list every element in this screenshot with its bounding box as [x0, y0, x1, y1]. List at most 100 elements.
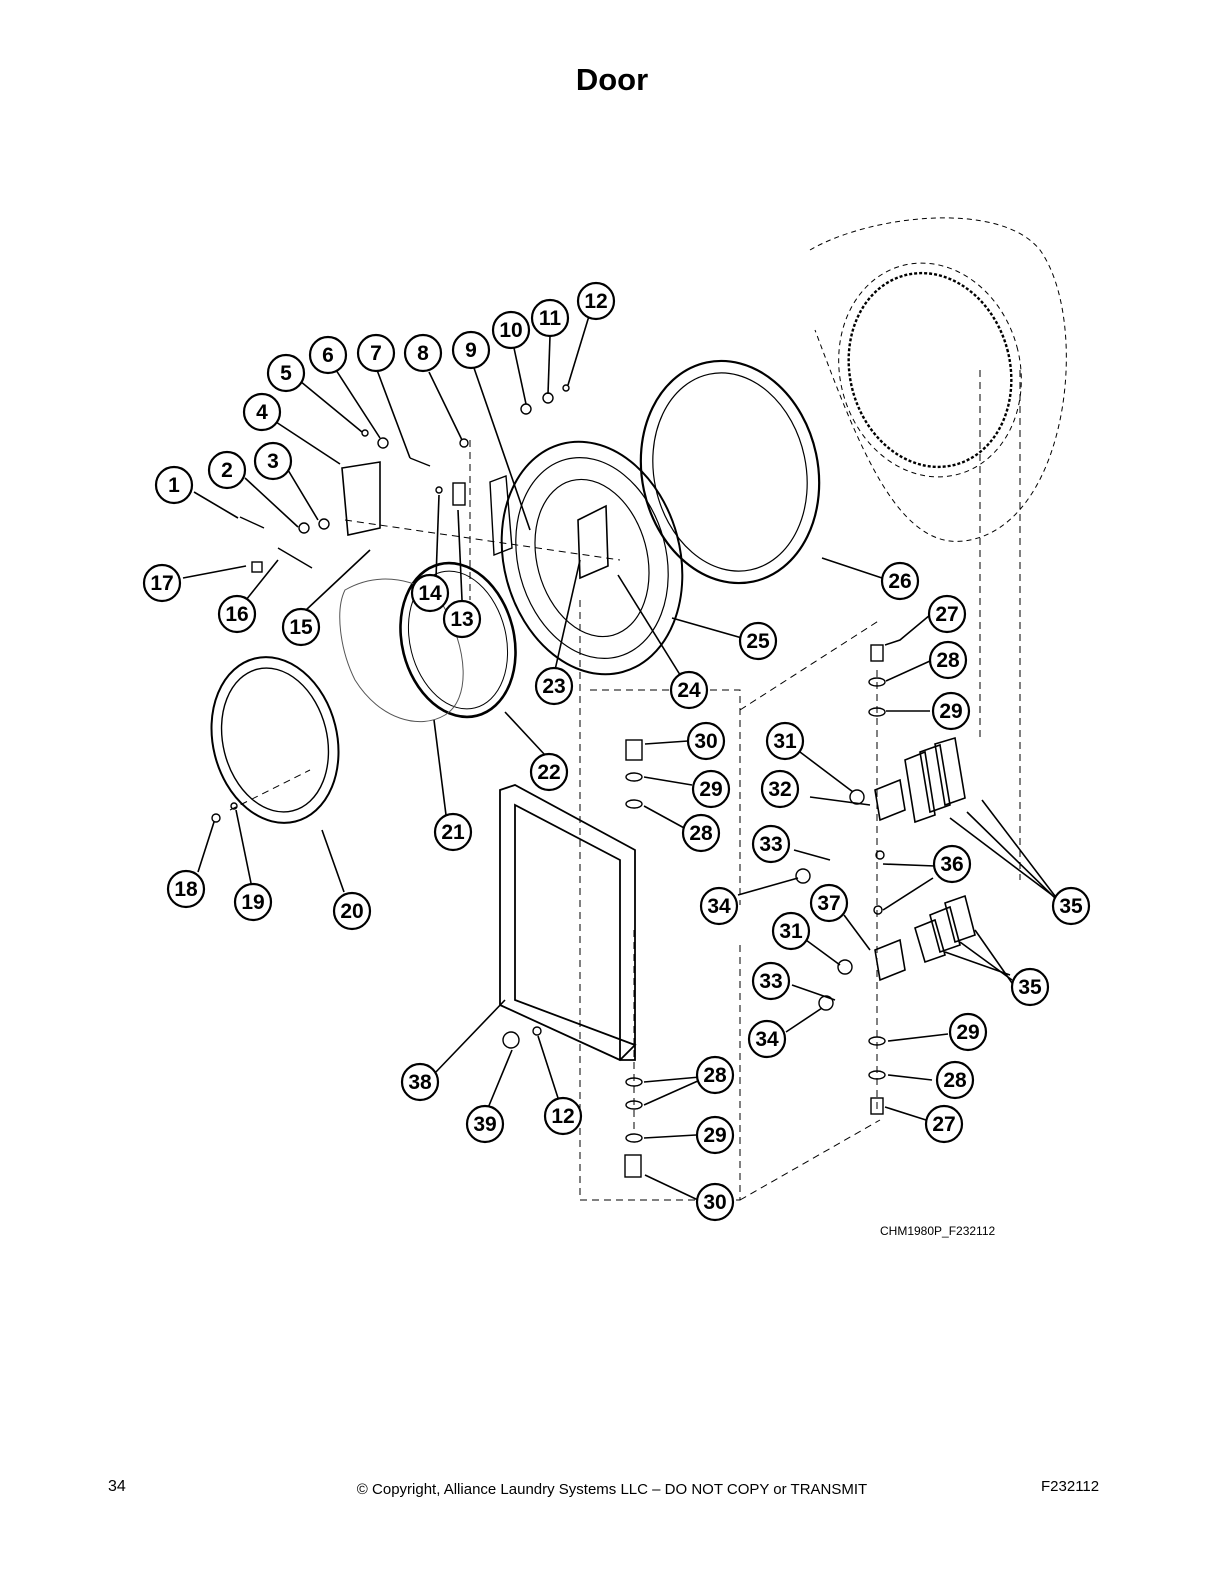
- callout-label-11: 11: [539, 307, 562, 330]
- callout-circle: [751, 961, 791, 1001]
- callout-label-6: 6: [322, 344, 334, 367]
- callout-label-12: 12: [551, 1105, 574, 1128]
- callout-label-29: 29: [939, 700, 962, 723]
- callout-circle: [686, 721, 726, 761]
- callout-circle: [751, 824, 791, 864]
- callout-circle: [771, 911, 811, 951]
- glass-ring: [399, 561, 517, 719]
- callout-circle: [207, 450, 247, 490]
- callout-circle: [403, 333, 443, 373]
- callout-label-16: 16: [225, 603, 248, 626]
- callout-circle: [669, 670, 709, 710]
- callout-label-8: 8: [417, 342, 429, 365]
- hinge-block-lower: [874, 938, 906, 982]
- callout-circle: [242, 392, 282, 432]
- hinge-arm: [499, 784, 637, 1062]
- callout-circle: [491, 310, 531, 350]
- callout-label-35: 35: [1018, 976, 1042, 999]
- shim-upper-1: [904, 750, 936, 824]
- callout-label-5: 5: [280, 362, 292, 385]
- callout-circle: [166, 869, 206, 909]
- hinge-block-upper: [874, 778, 906, 822]
- callout-label-9: 9: [465, 339, 477, 362]
- callout-circle: [281, 607, 321, 647]
- callout-circle: [433, 812, 473, 852]
- callout-circle: [695, 1115, 735, 1155]
- callout-label-15: 15: [289, 616, 313, 639]
- callout-circle: [154, 465, 194, 505]
- callout-circle: [699, 886, 739, 926]
- callout-label-35: 35: [1059, 895, 1083, 918]
- callout-circle: [932, 844, 972, 884]
- callout-label-33: 33: [759, 833, 782, 856]
- callout-label-33: 33: [759, 970, 782, 993]
- callout-circle: [410, 573, 450, 613]
- callout-circle: [253, 441, 293, 481]
- callout-label-24: 24: [677, 679, 701, 702]
- callout-label-27: 27: [932, 1113, 955, 1136]
- callout-circle: [691, 769, 731, 809]
- callout-label-32: 32: [768, 778, 791, 801]
- callout-label-17: 17: [150, 572, 173, 595]
- callout-circle: [465, 1104, 505, 1144]
- callout-label-21: 21: [441, 821, 465, 844]
- callout-circle: [928, 640, 968, 680]
- callout-circle: [142, 563, 182, 603]
- callout-label-28: 28: [943, 1069, 967, 1092]
- callout-circle: [356, 333, 396, 373]
- callout-circle: [924, 1104, 964, 1144]
- latch-plate: [489, 475, 513, 557]
- callout-label-39: 39: [473, 1113, 496, 1136]
- callout-label-12: 12: [584, 290, 607, 313]
- page-title: Door: [575, 62, 649, 97]
- callout-circle: [765, 721, 805, 761]
- callout-label-3: 3: [267, 450, 279, 473]
- callout-label-34: 34: [755, 1028, 779, 1051]
- assembly-lines: [229, 370, 1021, 1201]
- callout-circle: [332, 891, 372, 931]
- callout-label-28: 28: [703, 1064, 727, 1087]
- callout-label-28: 28: [689, 822, 713, 845]
- callout-label-29: 29: [699, 778, 722, 801]
- callout-circle: [233, 882, 273, 922]
- callout-circle: [543, 1096, 583, 1136]
- callout-label-18: 18: [174, 878, 198, 901]
- callout-label-30: 30: [703, 1191, 726, 1214]
- callout-circle: [880, 561, 920, 601]
- callout-label-25: 25: [746, 630, 770, 653]
- callout-circle: [529, 752, 569, 792]
- callout-circle: [266, 353, 306, 393]
- callout-label-1: 1: [168, 474, 180, 497]
- callout-label-30: 30: [694, 730, 717, 753]
- callout-label-10: 10: [499, 319, 522, 342]
- callout-label-7: 7: [370, 342, 382, 365]
- copyright-notice: © Copyright, Alliance Laundry Systems LL…: [356, 1481, 868, 1498]
- dashed-inner-ring: [847, 271, 1013, 469]
- callout-label-31: 31: [779, 920, 803, 943]
- dashed-outer-door: [809, 217, 1067, 542]
- callout-label-14: 14: [418, 582, 442, 605]
- outer-ring: [210, 656, 340, 824]
- window-plate: [577, 504, 609, 580]
- callout-label-31: 31: [773, 730, 797, 753]
- callout-label-23: 23: [542, 675, 565, 698]
- callout-label-29: 29: [956, 1021, 979, 1044]
- callout-label-13: 13: [450, 608, 473, 631]
- callout-circle: [747, 1019, 787, 1059]
- shim-upper-2: [919, 743, 951, 814]
- page-number: 34: [108, 1478, 126, 1495]
- drawing-code: CHM1980P_F232112: [880, 1224, 996, 1238]
- callout-circle: [809, 883, 849, 923]
- document-code: F232112: [1041, 1478, 1100, 1495]
- callout-circle: [1051, 886, 1091, 926]
- callout-label-22: 22: [537, 761, 560, 784]
- latch-bracket: [341, 461, 381, 536]
- callout-label-29: 29: [703, 1124, 726, 1147]
- callout-circle: [534, 666, 574, 706]
- callout-label-4: 4: [256, 401, 268, 424]
- callout-circle: [738, 621, 778, 661]
- door-panel: [500, 440, 684, 676]
- callout-circle: [451, 330, 491, 370]
- callout-circle: [217, 594, 257, 634]
